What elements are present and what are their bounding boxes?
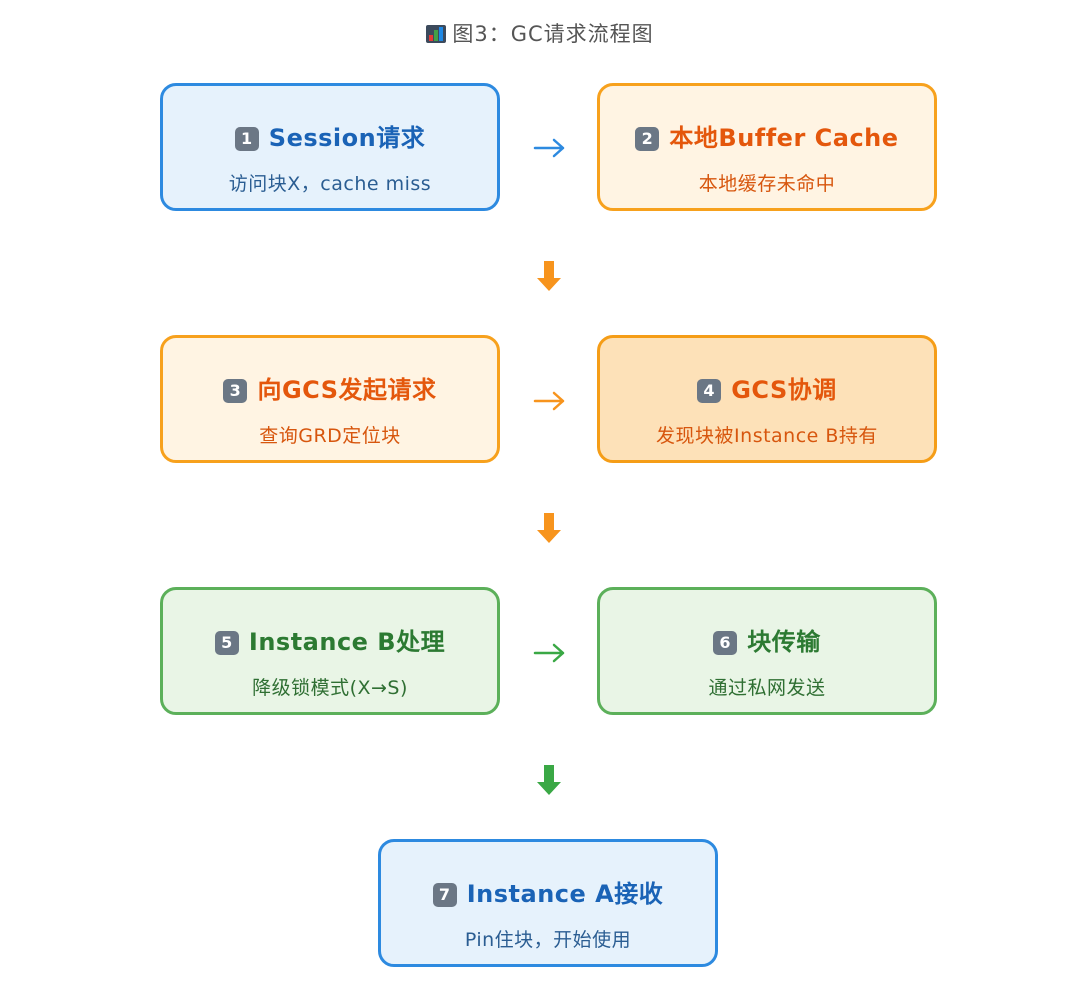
step-7-badge: 7 xyxy=(432,883,457,907)
step-3-heading: 3 向GCS发起请求 xyxy=(163,370,497,405)
step-5-desc: 降级锁模式(X→S) xyxy=(252,677,408,699)
right-arrow-icon xyxy=(533,138,565,158)
step-1-title: Session请求 xyxy=(268,124,426,152)
step-6-title: 块传输 xyxy=(747,628,821,656)
step-7-desc: Pin住块，开始使用 xyxy=(464,929,632,951)
step-6-badge: 6 xyxy=(713,631,738,655)
step-2-title: 本地Buffer Cache xyxy=(669,124,899,152)
step-5-box: 5 Instance B处理 降级锁模式(X→S) xyxy=(160,587,500,715)
step-1-badge: 1 xyxy=(234,127,259,151)
step-7-heading: 7 Instance A接收 xyxy=(381,874,715,909)
step-3-badge: 3 xyxy=(223,379,248,403)
diagram-title-row: 图3：GC请求流程图 xyxy=(0,18,1080,48)
step-4-heading: 4 GCS协调 xyxy=(600,370,934,405)
step-5-title: Instance B处理 xyxy=(248,628,446,656)
step-7-box: 7 Instance A接收 Pin住块，开始使用 xyxy=(378,839,718,967)
step-4-desc: 发现块被Instance B持有 xyxy=(656,425,878,447)
step-4-box: 4 GCS协调 发现块被Instance B持有 xyxy=(597,335,937,463)
down-arrow-icon xyxy=(537,765,561,795)
step-7-title: Instance A接收 xyxy=(466,880,664,908)
step-6-heading: 6 块传输 xyxy=(600,622,934,657)
step-1-heading: 1 Session请求 xyxy=(163,118,497,153)
right-arrow-icon xyxy=(533,391,565,411)
step-3-box: 3 向GCS发起请求 查询GRD定位块 xyxy=(160,335,500,463)
step-2-heading: 2 本地Buffer Cache xyxy=(600,118,934,153)
step-3-desc: 查询GRD定位块 xyxy=(259,425,401,447)
diagram-title: 图3：GC请求流程图 xyxy=(452,22,654,46)
step-2-badge: 2 xyxy=(635,127,660,151)
down-arrow-icon xyxy=(537,513,561,543)
step-5-badge: 5 xyxy=(214,631,239,655)
step-1-box: 1 Session请求 访问块X，cache miss xyxy=(160,83,500,211)
step-2-box: 2 本地Buffer Cache 本地缓存未命中 xyxy=(597,83,937,211)
step-1-desc: 访问块X，cache miss xyxy=(228,173,432,195)
bar-chart-icon xyxy=(426,25,447,43)
step-4-title: GCS协调 xyxy=(731,376,837,404)
step-5-heading: 5 Instance B处理 xyxy=(163,622,497,657)
step-6-desc: 通过私网发送 xyxy=(708,677,826,699)
step-6-box: 6 块传输 通过私网发送 xyxy=(597,587,937,715)
step-3-title: 向GCS发起请求 xyxy=(257,376,437,404)
step-2-desc: 本地缓存未命中 xyxy=(698,173,836,195)
right-arrow-icon xyxy=(533,643,565,663)
down-arrow-icon xyxy=(537,261,561,291)
step-4-badge: 4 xyxy=(697,379,722,403)
